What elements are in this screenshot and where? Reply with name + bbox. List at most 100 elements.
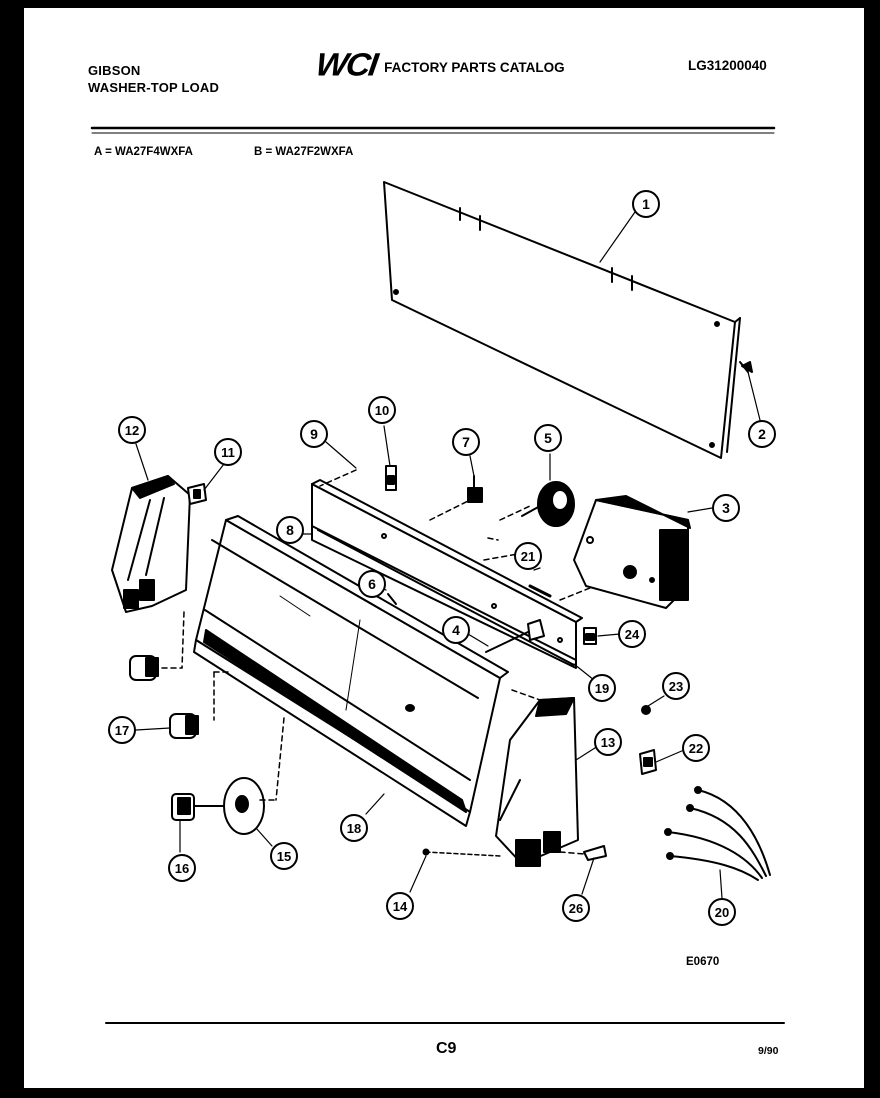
callout-2: 2 <box>748 420 776 448</box>
part-22-23 <box>639 705 657 775</box>
callout-number: 14 <box>393 899 408 914</box>
callout-number: 4 <box>452 622 460 638</box>
callout-8: 8 <box>276 516 304 544</box>
part-screw-2 <box>739 361 753 373</box>
callout-circle <box>588 674 616 702</box>
callout-6: 6 <box>358 570 386 598</box>
part-14 <box>422 848 430 856</box>
callout-number: 13 <box>601 735 615 750</box>
callout-24: 24 <box>618 620 646 648</box>
callout-19: 19 <box>588 674 616 702</box>
callout-22: 22 <box>682 734 710 762</box>
revision-date: 9/90 <box>758 1045 779 1057</box>
callout-number: 21 <box>521 549 535 564</box>
part-6 <box>387 593 397 605</box>
callout-number: 16 <box>175 861 189 876</box>
callout-20: 20 <box>708 898 736 926</box>
callout-12: 12 <box>118 416 146 444</box>
part-knob <box>171 777 265 835</box>
callout-number: 11 <box>221 445 235 460</box>
part-bracket-10 <box>385 465 397 491</box>
callout-number: 1 <box>642 196 650 212</box>
callout-26: 26 <box>562 894 590 922</box>
callout-11: 11 <box>214 438 242 466</box>
callout-number: 22 <box>689 741 703 756</box>
model-b-label: B = WA27F2WXFA <box>254 146 354 158</box>
callout-number: 19 <box>595 681 609 696</box>
callout-circle <box>340 814 368 842</box>
callout-circle <box>386 892 414 920</box>
callout-number: 24 <box>625 627 640 642</box>
leader-lines <box>135 211 761 899</box>
callout-4: 4 <box>442 616 470 644</box>
callout-7: 7 <box>452 428 480 456</box>
callout-circle <box>270 842 298 870</box>
callout-circle <box>632 190 660 218</box>
callout-circle <box>118 416 146 444</box>
brand-block: GIBSON WASHER-TOP LOAD <box>88 62 219 96</box>
alignment-lines <box>161 469 591 855</box>
part-4 <box>485 619 545 653</box>
callout-circle <box>358 570 386 598</box>
callout-17: 17 <box>108 716 136 744</box>
callout-23: 23 <box>662 672 690 700</box>
callout-number: 10 <box>375 403 389 418</box>
part-26 <box>583 845 607 861</box>
part-21 <box>528 584 552 598</box>
part-wire-harness <box>664 786 771 881</box>
callout-1: 1 <box>632 190 660 218</box>
brand-name: GIBSON <box>88 63 141 78</box>
model-a-label: A = WA27F4WXFA <box>94 146 193 158</box>
page-number: C9 <box>436 1040 457 1057</box>
callout-15: 15 <box>270 842 298 870</box>
callout-circle <box>108 716 136 744</box>
callout-circle <box>662 672 690 700</box>
part-24 <box>583 627 597 645</box>
callout-21: 21 <box>514 542 542 570</box>
callout-number: 12 <box>125 423 139 438</box>
catalog-title: FACTORY PARTS CATALOG <box>384 59 565 75</box>
part-switch-7 <box>467 475 483 503</box>
leader-14 <box>425 851 501 857</box>
callout-number: 17 <box>115 723 129 738</box>
callout-14: 14 <box>386 892 414 920</box>
callout-number: 5 <box>544 430 552 446</box>
callout-number: 3 <box>722 500 730 516</box>
callout-circle <box>534 424 562 452</box>
part-left-end-cap <box>111 475 191 613</box>
part-timer <box>573 495 691 609</box>
callout-circle <box>748 420 776 448</box>
callout-circle <box>452 428 480 456</box>
callout-circle <box>214 438 242 466</box>
part-back-panel <box>383 181 741 459</box>
callout-circle <box>300 420 328 448</box>
callout-circle <box>712 494 740 522</box>
callout-number: 7 <box>462 434 470 450</box>
callout-circle <box>618 620 646 648</box>
callout-9: 9 <box>300 420 328 448</box>
callout-number: 9 <box>310 426 318 442</box>
part-timer-dial <box>521 481 575 527</box>
callout-circle <box>594 728 622 756</box>
figure-code: E0670 <box>686 956 720 968</box>
part-right-end-cap <box>495 697 579 867</box>
callout-number: 23 <box>669 679 683 694</box>
callout-16: 16 <box>168 854 196 882</box>
callout-number: 18 <box>347 821 361 836</box>
part-17 <box>129 655 199 739</box>
callout-number: 6 <box>368 576 376 592</box>
callout-18: 18 <box>340 814 368 842</box>
catalog-number: LG31200040 <box>688 58 767 73</box>
product-type: WASHER-TOP LOAD <box>88 80 220 95</box>
callout-5: 5 <box>534 424 562 452</box>
callout-circle <box>562 894 590 922</box>
catalog-header: WCI FACTORY PARTS CATALOG <box>313 47 565 83</box>
callout-number: 2 <box>758 426 766 442</box>
callout-circle <box>708 898 736 926</box>
callout-13: 13 <box>594 728 622 756</box>
callout-3: 3 <box>712 494 740 522</box>
callout-circle <box>442 616 470 644</box>
callout-circle <box>514 542 542 570</box>
